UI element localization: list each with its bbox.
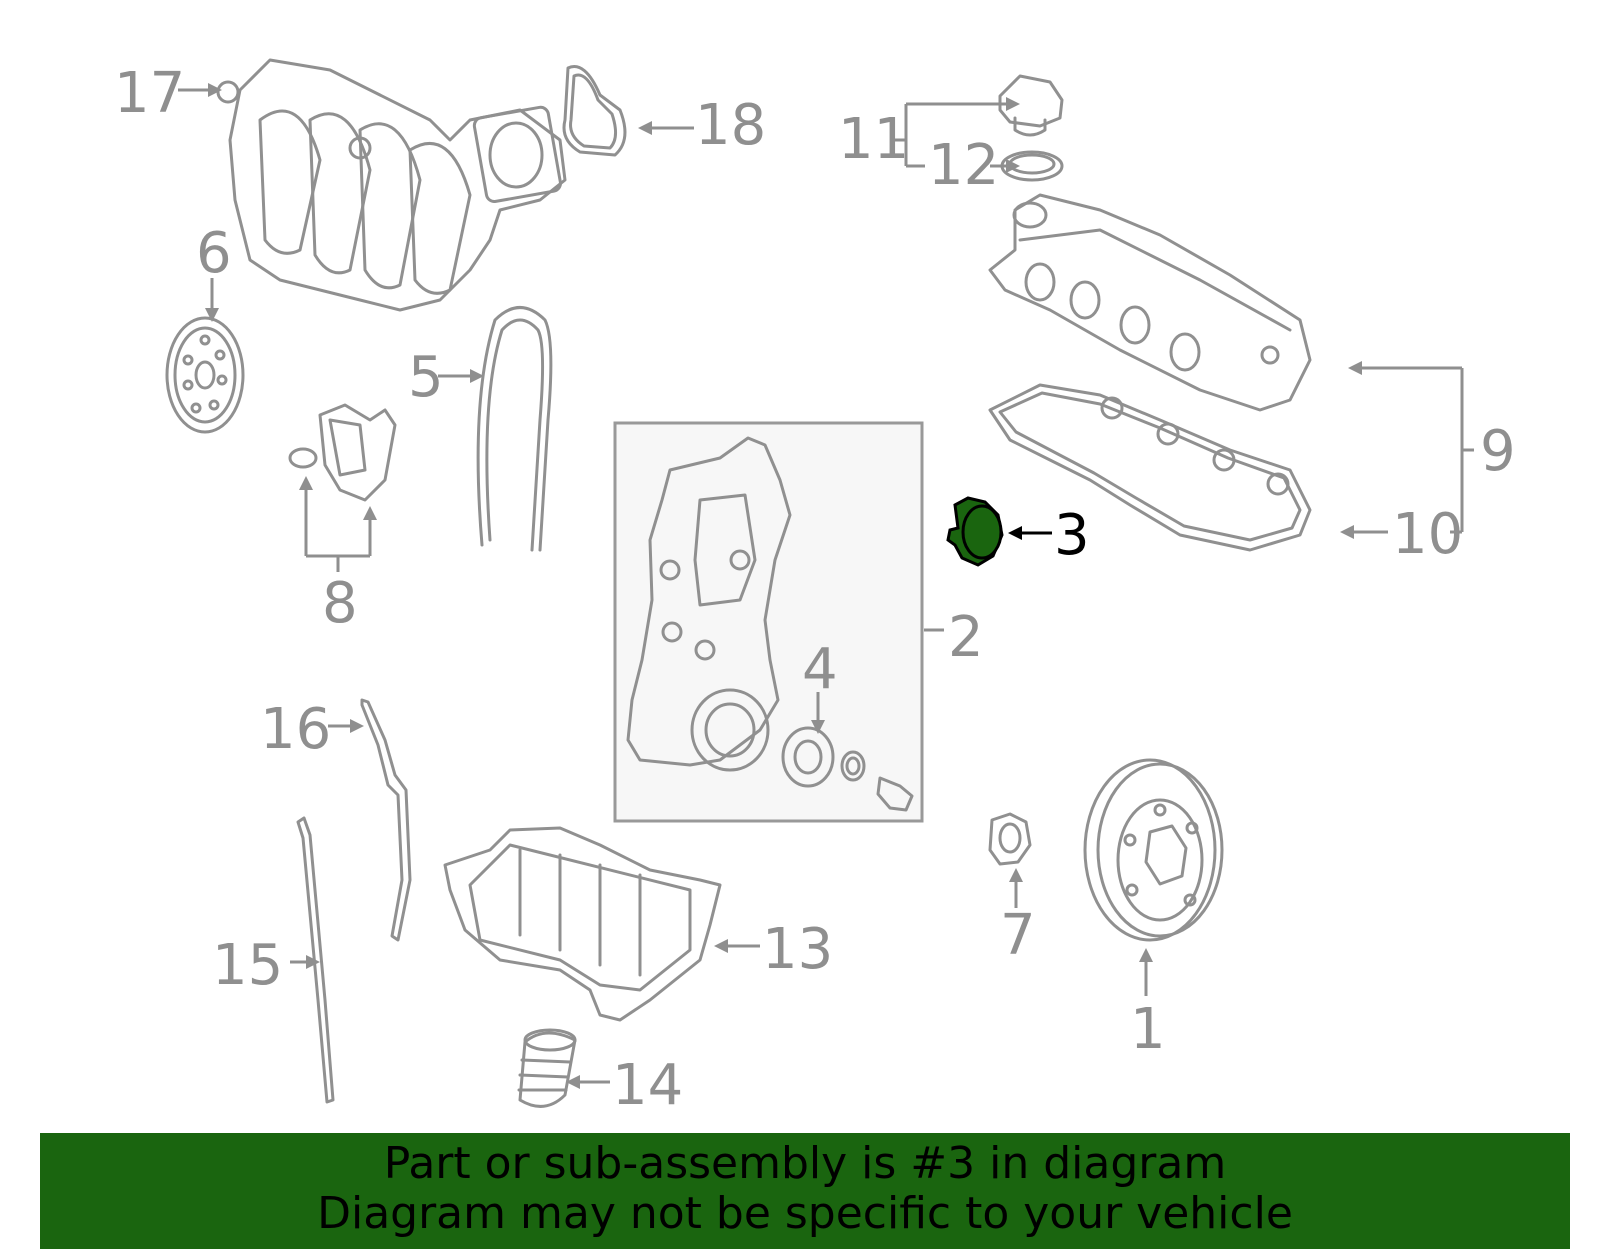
part-16-dipstick-tube[interactable]: [360, 698, 412, 942]
callout-2[interactable]: 2: [948, 605, 984, 670]
banner-line-part: Part or sub-assembly is #3 in diagram: [383, 1138, 1227, 1189]
part-11-oil-filler-cap[interactable]: [998, 74, 1064, 137]
callout-14[interactable]: 14: [612, 1053, 683, 1118]
part-18-gasket[interactable]: [562, 65, 627, 157]
callout-6[interactable]: 6: [196, 221, 232, 286]
part-1-crankshaft-pulley[interactable]: [1083, 758, 1224, 942]
info-banner: Part or sub-assembly is #3 in diagram Di…: [40, 1133, 1570, 1249]
callout-18[interactable]: 18: [695, 93, 766, 158]
callout-8[interactable]: 8: [322, 571, 358, 636]
callout-4[interactable]: 4: [802, 637, 838, 702]
part-9-valve-cover[interactable]: [988, 193, 1312, 412]
part-8-tensioner[interactable]: [288, 403, 397, 502]
callout-9[interactable]: 9: [1480, 419, 1516, 484]
part-15-dipstick[interactable]: [296, 816, 335, 1104]
callout-17[interactable]: 17: [114, 61, 185, 126]
callout-7[interactable]: 7: [1000, 903, 1036, 968]
part-2-timing-chain-cover[interactable]: [626, 436, 792, 772]
part-13-oil-pan[interactable]: [443, 826, 722, 1022]
callout-3[interactable]: 3: [1054, 503, 1090, 568]
callout-13[interactable]: 13: [762, 917, 833, 982]
part-7-nut[interactable]: [988, 812, 1032, 866]
callout-15[interactable]: 15: [212, 933, 283, 998]
part-3-highlighted[interactable]: [946, 496, 1004, 567]
callout-5[interactable]: 5: [408, 345, 444, 410]
callout-12[interactable]: 12: [928, 133, 999, 198]
part-17-intake-manifold[interactable]: [216, 58, 567, 312]
part-5-belt[interactable]: [476, 306, 553, 552]
part-10-valve-cover-gasket[interactable]: [988, 383, 1312, 552]
banner-line-disclaimer: Diagram may not be specific to your vehi…: [317, 1188, 1293, 1239]
callout-16[interactable]: 16: [260, 697, 331, 762]
part-4-oil-seal[interactable]: [781, 726, 914, 812]
leader-lines: [178, 83, 1474, 1089]
callout-11[interactable]: 11: [838, 107, 909, 172]
part-6-drive-plate[interactable]: [165, 316, 245, 434]
callout-10[interactable]: 10: [1392, 502, 1463, 567]
part-14-oil-filter[interactable]: [517, 1028, 577, 1108]
callout-1[interactable]: 1: [1130, 997, 1166, 1062]
